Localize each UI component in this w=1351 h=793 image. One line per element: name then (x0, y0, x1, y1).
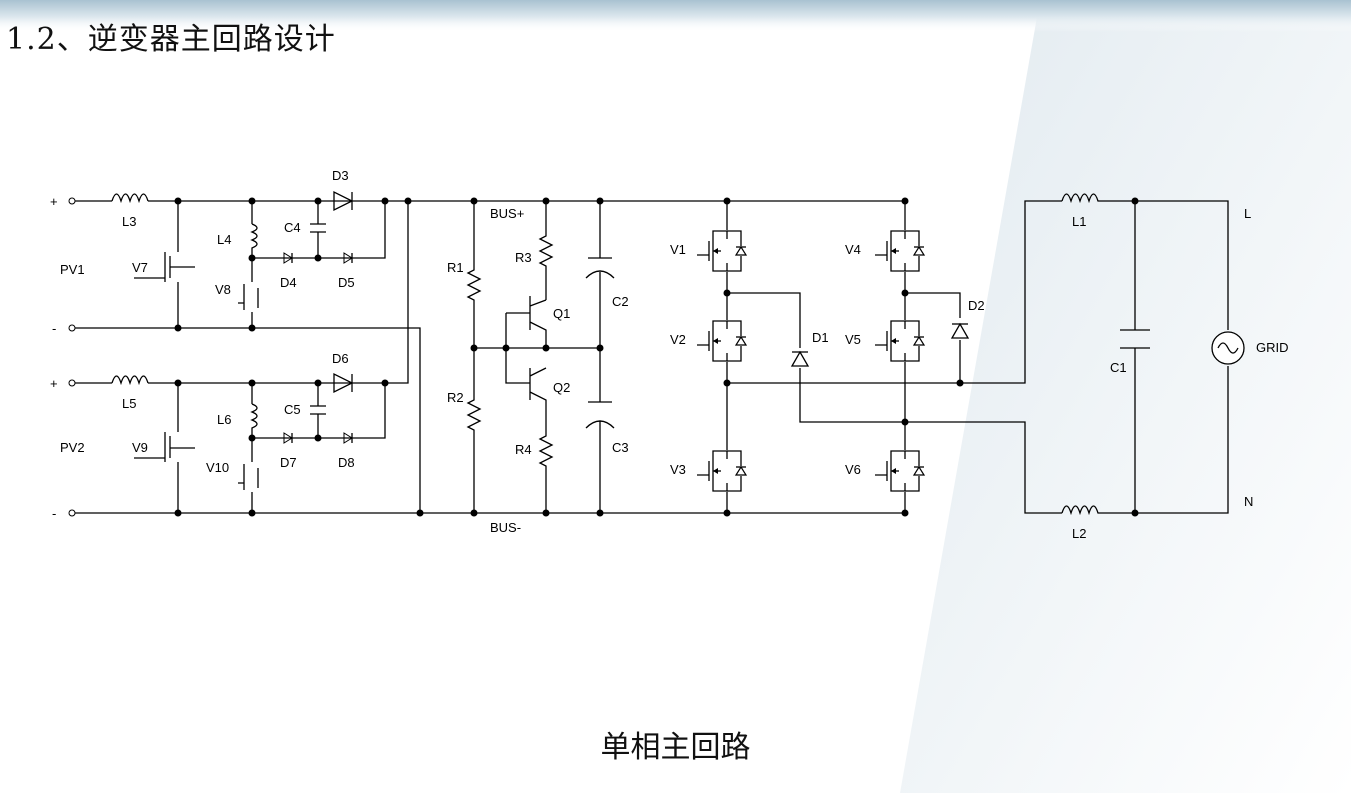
d4-label: D4 (280, 275, 297, 290)
d6-label: D6 (332, 351, 349, 366)
d3-label: D3 (332, 168, 349, 183)
d8-label: D8 (338, 455, 355, 470)
q2-label: Q2 (553, 380, 570, 395)
dc-bus-balancer (408, 197, 905, 517)
r4-label: R4 (515, 442, 532, 457)
d5-label: D5 (338, 275, 355, 290)
v2-label: V2 (670, 332, 686, 347)
pv2-label: PV2 (60, 440, 85, 455)
pv1-plus-label: + (50, 194, 58, 209)
v5-label: V5 (845, 332, 861, 347)
component-labels: + - + - PV1 PV2 L3 L5 L4 L6 V7 V8 V9 V10… (50, 168, 1289, 541)
c1-label: C1 (1110, 360, 1127, 375)
bus-minus-label: BUS- (490, 520, 521, 535)
l1-label: L1 (1072, 214, 1086, 229)
v10-label: V10 (206, 460, 229, 475)
pv2-minus-label: - (52, 506, 56, 521)
q1-label: Q1 (553, 306, 570, 321)
slide-title: 1.2、逆变器主回路设计 (6, 22, 336, 57)
pv2-plus-label: + (50, 376, 58, 391)
c2-label: C2 (612, 294, 629, 309)
v4-label: V4 (845, 242, 861, 257)
output-filter-grid (1061, 193, 1245, 517)
v8-label: V8 (215, 282, 231, 297)
pv2-boost-stage (68, 201, 905, 517)
grid-n-label: N (1244, 494, 1253, 509)
pv1-label: PV1 (60, 262, 85, 277)
c3-label: C3 (612, 440, 629, 455)
pv1-boost-stage (68, 190, 421, 513)
v3-label: V3 (670, 462, 686, 477)
l6-label: L6 (217, 412, 231, 427)
v9-label: V9 (132, 440, 148, 455)
r1-label: R1 (447, 260, 464, 275)
d1-label: D1 (812, 330, 829, 345)
c4-label: C4 (284, 220, 301, 235)
c5-label: C5 (284, 402, 301, 417)
inverter-bridge (696, 197, 1062, 517)
r3-label: R3 (515, 250, 532, 265)
v6-label: V6 (845, 462, 861, 477)
d2-label: D2 (968, 298, 985, 313)
bus-plus-label: BUS+ (490, 206, 524, 221)
grid-label: GRID (1256, 340, 1289, 355)
l5-label: L5 (122, 396, 136, 411)
l3-label: L3 (122, 214, 136, 229)
d7-label: D7 (280, 455, 297, 470)
l2-label: L2 (1072, 526, 1086, 541)
pv1-minus-label: - (52, 321, 56, 336)
r2-label: R2 (447, 390, 464, 405)
grid-l-label: L (1244, 206, 1251, 221)
l4-label: L4 (217, 232, 231, 247)
v7-label: V7 (132, 260, 148, 275)
v1-label: V1 (670, 242, 686, 257)
diagram-caption: 单相主回路 (600, 730, 751, 765)
